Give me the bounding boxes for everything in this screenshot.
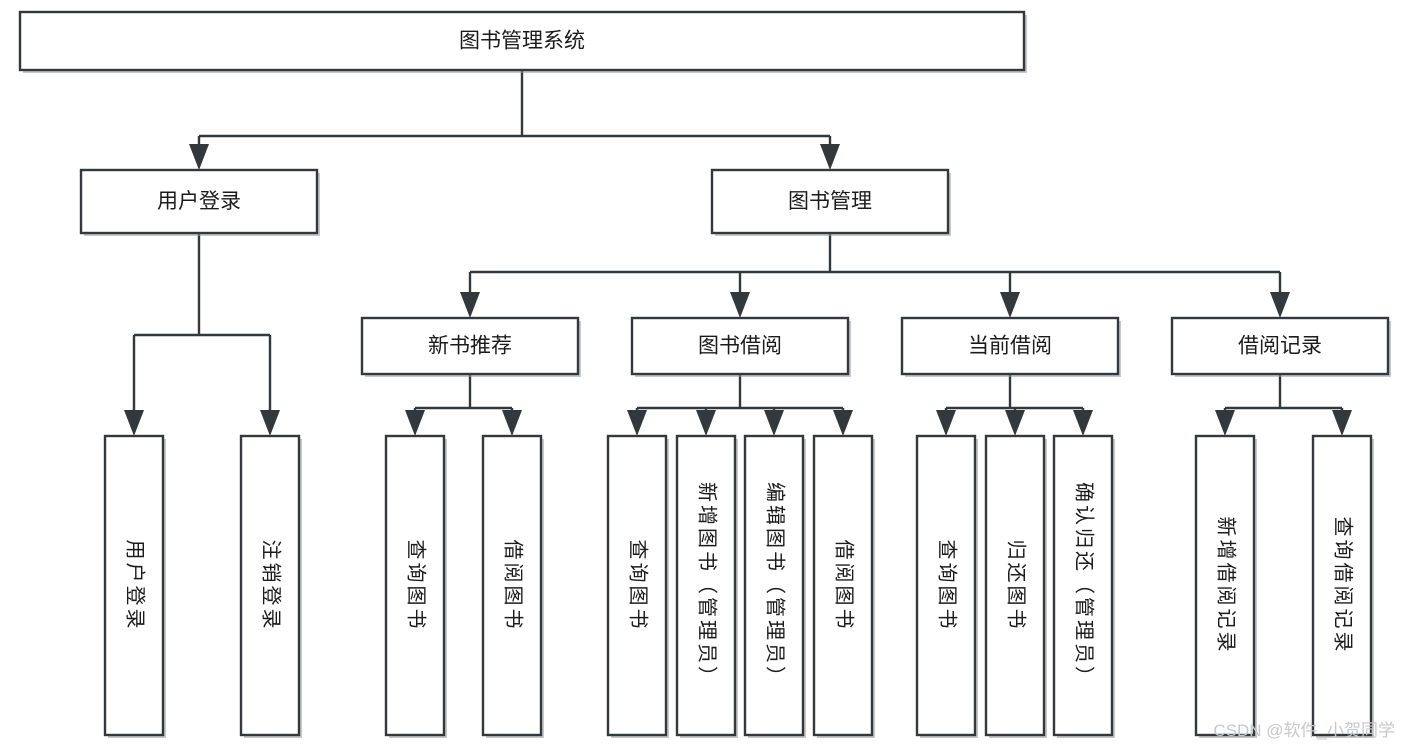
node-label: 查询图书 — [627, 540, 650, 632]
node-new-book-rec[interactable]: 新书推荐 — [360, 316, 581, 377]
node-leaf-query-book[interactable]: 查询图书 — [606, 434, 669, 738]
node-label: 注销登录 — [260, 540, 283, 632]
node-leaf-confirm-return[interactable]: 确认归还（管理员） — [1052, 434, 1115, 738]
node-label: 借阅图书 — [833, 540, 856, 632]
arrow-to-leaf-query-book — [627, 408, 647, 436]
node-label: 新书推荐 — [428, 335, 512, 358]
node-book-manage[interactable]: 图书管理 — [710, 168, 951, 236]
node-leaf-borrow-book-rec[interactable]: 借阅图书 — [481, 434, 544, 738]
arrow-to-leaf-query-book-cur — [936, 408, 956, 436]
node-label: 查询图书 — [405, 540, 428, 632]
arrow-to-book-manage — [820, 136, 840, 170]
node-label: 当前借阅 — [968, 335, 1052, 358]
node-label: 查询借阅记录 — [1332, 517, 1355, 655]
edges-layer — [124, 70, 1352, 436]
csdn-watermark: CSDN @软件_小贺同学 — [1213, 721, 1395, 740]
arrow-to-user-login — [189, 136, 209, 170]
node-book-borrow[interactable]: 图书借阅 — [630, 316, 851, 377]
arrow-to-borrow-record — [1270, 272, 1290, 318]
node-current-borrow[interactable]: 当前借阅 — [900, 316, 1121, 377]
connector-bus-user-login — [134, 233, 270, 337]
arrow-to-leaf-query-book-rec — [405, 408, 425, 436]
node-label: 用户登录 — [157, 190, 241, 213]
node-label: 编辑图书（管理员） — [764, 482, 787, 689]
node-label: 用户登录 — [124, 540, 147, 632]
arrow-to-leaf-user-logout — [260, 335, 280, 436]
arrow-to-current-borrow — [1000, 272, 1020, 318]
node-leaf-add-book-admin[interactable]: 新增图书（管理员） — [675, 434, 738, 738]
connector-bus-root — [199, 70, 830, 138]
connector-bus-borrow-record — [1225, 374, 1342, 410]
node-leaf-query-book-rec[interactable]: 查询图书 — [384, 434, 447, 738]
arrow-to-leaf-query-borrow-rec — [1332, 408, 1352, 436]
arrow-to-leaf-add-borrow-rec — [1215, 408, 1235, 436]
arrow-to-book-borrow — [730, 272, 750, 318]
arrow-to-new-book-rec — [460, 272, 480, 318]
node-label: 图书管理 — [788, 190, 872, 213]
arrow-to-leaf-return-book — [1005, 408, 1025, 436]
connector-bus-new-book-rec — [415, 374, 512, 410]
node-leaf-query-book-cur[interactable]: 查询图书 — [915, 434, 978, 738]
node-label: 新增借阅记录 — [1215, 517, 1238, 655]
node-leaf-return-book[interactable]: 归还图书 — [984, 434, 1047, 738]
node-leaf-edit-book-admin[interactable]: 编辑图书（管理员） — [743, 434, 806, 738]
node-leaf-add-borrow-rec[interactable]: 新增借阅记录 — [1194, 434, 1257, 738]
connector-bus-current-borrow — [946, 374, 1083, 410]
node-root-root[interactable]: 图书管理系统 — [18, 10, 1027, 73]
node-label: 确认归还（管理员） — [1073, 482, 1096, 689]
node-label: 图书借阅 — [698, 335, 782, 358]
arrow-to-leaf-borrow-book — [833, 408, 853, 436]
node-leaf-user-login[interactable]: 用户登录 — [103, 434, 166, 738]
connector-bus-book-manage — [470, 233, 1280, 274]
node-label: 查询图书 — [936, 540, 959, 632]
connector-bus-book-borrow — [637, 374, 843, 410]
node-label: 借阅图书 — [502, 540, 525, 632]
node-borrow-record[interactable]: 借阅记录 — [1170, 316, 1391, 377]
arrow-to-leaf-edit-book-admin — [764, 408, 784, 436]
node-label: 借阅记录 — [1238, 335, 1322, 358]
node-leaf-query-borrow-rec[interactable]: 查询借阅记录 — [1311, 434, 1374, 738]
arrow-to-leaf-add-book-admin — [696, 408, 716, 436]
node-label: 新增图书（管理员） — [696, 482, 719, 689]
node-leaf-user-logout[interactable]: 注销登录 — [239, 434, 302, 738]
arrow-to-leaf-confirm-return — [1073, 408, 1093, 436]
node-label: 归还图书 — [1005, 540, 1028, 632]
node-label: 图书管理系统 — [459, 30, 585, 53]
arrow-to-leaf-borrow-book-rec — [502, 408, 522, 436]
nodes-layer: 图书管理系统用户登录图书管理新书推荐图书借阅当前借阅借阅记录用户登录注销登录查询… — [18, 10, 1391, 738]
node-user-login[interactable]: 用户登录 — [79, 168, 320, 236]
node-leaf-borrow-book[interactable]: 借阅图书 — [812, 434, 875, 738]
arrow-to-leaf-user-login — [124, 335, 144, 436]
